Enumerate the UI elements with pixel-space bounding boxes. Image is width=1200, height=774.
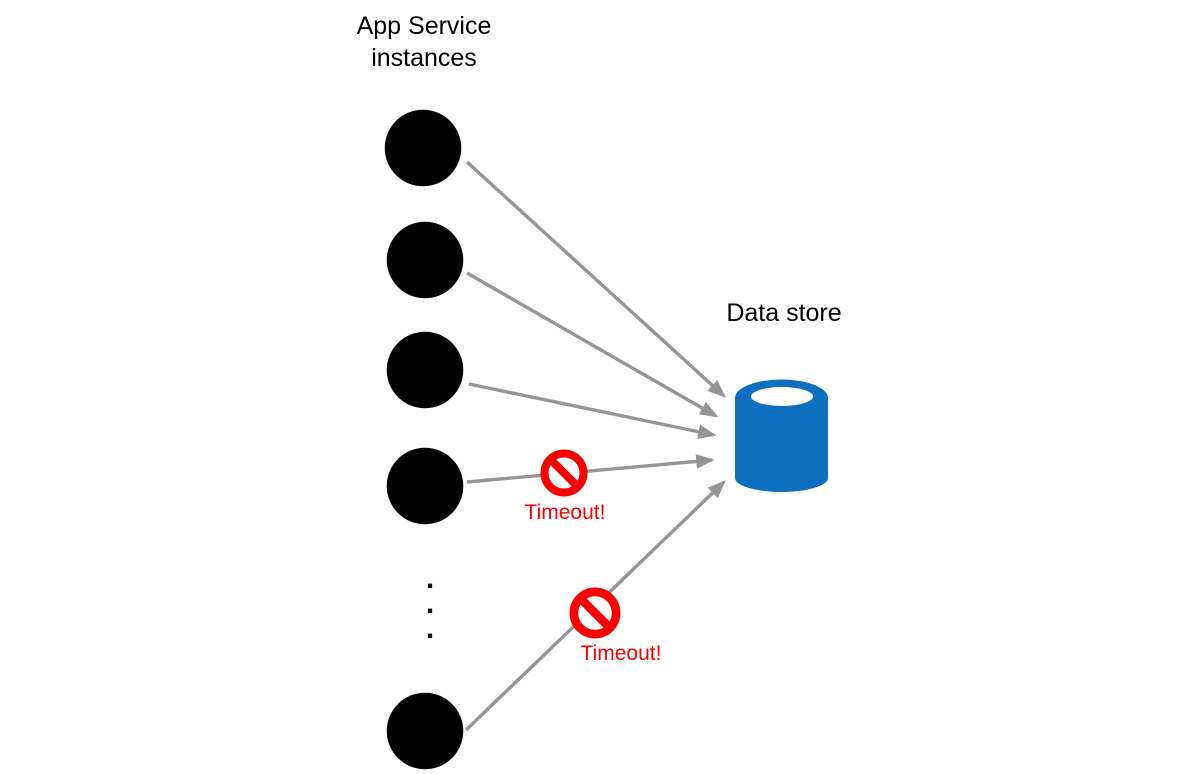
timeout-label-1: Timeout! (524, 501, 606, 524)
no-entry-prohibition-icon (569, 587, 621, 639)
app-service-globe-icon (382, 217, 468, 303)
more-instances-ellipsis: . . . (414, 562, 446, 645)
data-store-label: Data store (726, 299, 842, 327)
timeout-label-2: Timeout! (580, 642, 662, 665)
database-cylinder-icon (735, 379, 828, 492)
app-service-instance-2 (382, 217, 468, 308)
ellipsis-dot: . (425, 587, 435, 620)
ellipsis-dot: . (425, 612, 435, 645)
ellipsis-dot: . (425, 562, 435, 595)
app-service-instances-title: App Service instances (356, 12, 492, 72)
app-service-instance-4 (382, 443, 468, 534)
request-arrow-3 (468, 382, 717, 439)
app-service-instance-1 (380, 105, 466, 196)
app-service-instance-3 (382, 327, 468, 418)
app-service-instance-5 (382, 688, 468, 774)
app-service-globe-icon (382, 443, 468, 529)
app-service-globe-icon (382, 688, 468, 774)
request-arrow-2 (466, 271, 719, 418)
request-arrow-1 (465, 160, 726, 398)
request-arrow-4-timeout (466, 454, 715, 484)
no-entry-prohibition-icon (540, 449, 588, 497)
app-service-globe-icon (382, 327, 468, 413)
app-service-globe-icon (380, 105, 466, 191)
